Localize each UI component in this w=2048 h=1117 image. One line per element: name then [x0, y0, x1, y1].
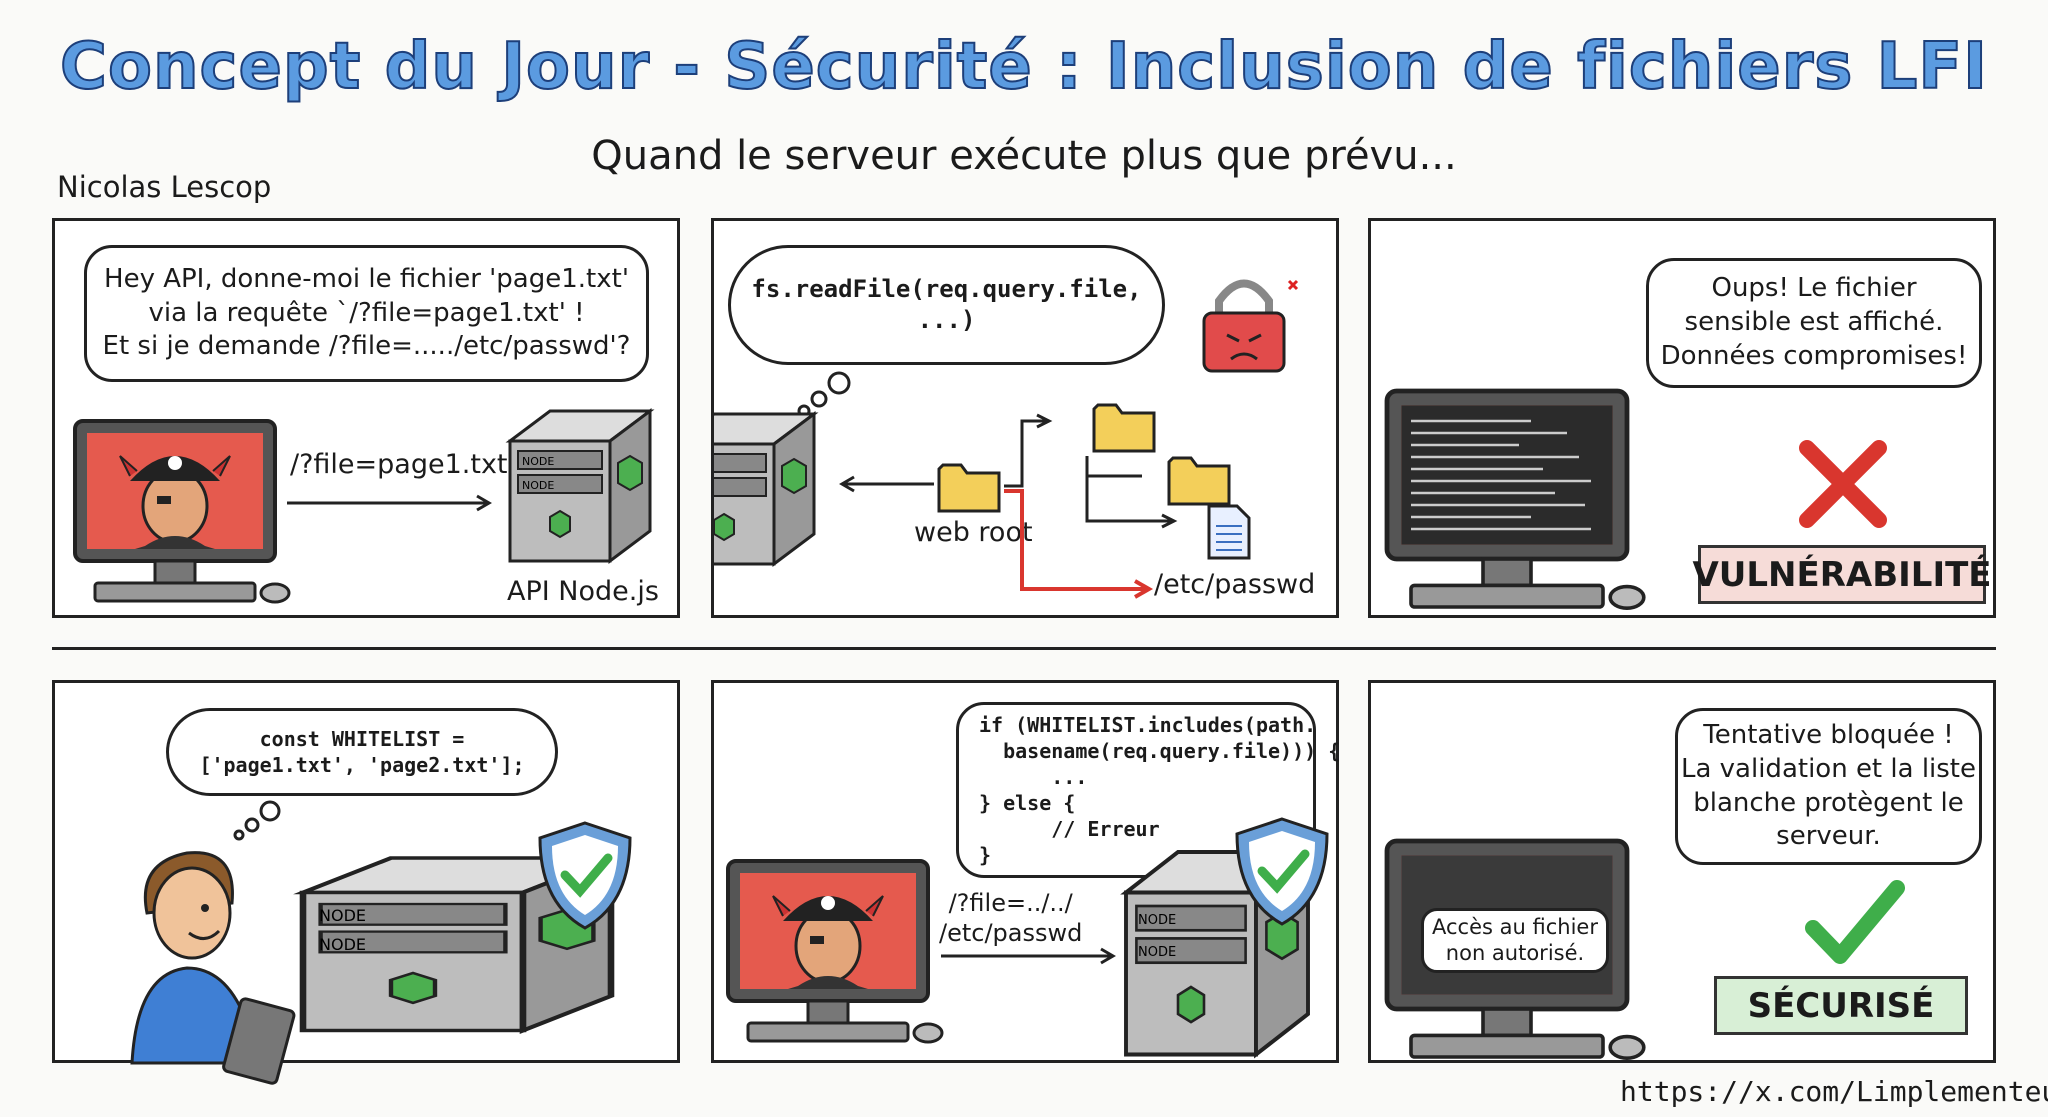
- bubble-line: La validation et la liste: [1680, 753, 1976, 784]
- bubble-line: sensible est affiché.: [1684, 307, 1944, 338]
- target-path-label: /etc/passwd: [1154, 569, 1316, 600]
- bubble-line: Tentative bloquée !: [1703, 719, 1954, 750]
- server-icon: NODE NODE: [303, 858, 623, 1033]
- message-line: Accès au fichier: [1432, 915, 1598, 940]
- request-label: /?file=page1.txt!: [290, 449, 519, 480]
- server-icon: NODE NODE: [1126, 852, 1316, 1057]
- server-tag: NODE: [522, 455, 554, 468]
- green-check-icon: [1805, 880, 1905, 964]
- page-subtitle: Quand le serveur exécute plus que prévu.…: [591, 133, 1457, 179]
- panel-4-whitelist: const WHITELIST = ['page1.txt', 'page2.t…: [52, 680, 680, 1085]
- server-tag: NODE: [319, 906, 366, 925]
- document-icon: [1207, 504, 1251, 560]
- server-tag: NODE: [1138, 945, 1176, 960]
- bubble-line: blanche protègent le: [1693, 787, 1964, 818]
- code-line: if (WHITELIST.includes(path.: [979, 713, 1317, 737]
- page-title: Concept du Jour - Sécurité : Inclusion d…: [59, 29, 1988, 105]
- server-tag: NODE: [1138, 913, 1176, 928]
- code-line: } else {: [979, 791, 1076, 815]
- thought-dots-icon: [797, 371, 851, 418]
- bubble-line: Oups! Le fichier: [1711, 273, 1917, 304]
- author: Nicolas Lescop: [57, 170, 272, 204]
- bubble-line: Et si je demande /?file=...../etc/passwd…: [102, 331, 631, 362]
- server-tag: NODE: [522, 479, 554, 492]
- bubble-line: Données compromises!: [1660, 340, 1968, 371]
- bubble-line: Hey API, donne-moi le fichier 'page1.txt…: [104, 263, 629, 294]
- request-label: /?file=../../ /etc/passwd: [939, 888, 1082, 948]
- speech-bubble: Oups! Le fichier sensible est affiché. D…: [1646, 258, 1982, 388]
- server-tag: NODE: [319, 935, 366, 954]
- request-line: /etc/passwd: [939, 919, 1083, 947]
- secured-badge: SÉCURISÉ: [1714, 976, 1968, 1035]
- code-line: ...: [979, 765, 1088, 789]
- bubble-line: via la requête `/?file=page1.txt' !: [148, 297, 585, 328]
- panel-5-validation: if (WHITELIST.includes(path. basename(re…: [711, 680, 1341, 1063]
- panel-1-request: Hey API, donne-moi le fichier 'page1.txt…: [52, 218, 680, 618]
- developer-icon: [130, 851, 296, 1085]
- shield-check-icon: [540, 823, 635, 933]
- code-line: basename(req.query.file))) {: [979, 739, 1341, 763]
- vulnerability-badge: VULNÉRABILITÉ: [1692, 545, 1992, 604]
- directory-tree: [1004, 413, 1178, 599]
- message-line: non autorisé.: [1445, 940, 1585, 965]
- panel-6-secured: Tentative bloquée ! La validation et la …: [1368, 680, 1996, 1063]
- code-line: // Erreur: [979, 817, 1160, 841]
- computer-icon: [726, 859, 944, 1044]
- code-line: const WHITELIST =: [259, 727, 465, 751]
- thought-cloud: const WHITELIST = ['page1.txt', 'page2.t…: [166, 708, 558, 796]
- folder-icon: [1167, 456, 1231, 506]
- footer-url[interactable]: https://x.com/Limplementeur: [1620, 1075, 2048, 1108]
- folder-icon: [937, 463, 1001, 513]
- server-icon: [714, 412, 816, 566]
- angry-lock-icon: [1202, 279, 1299, 373]
- code-line: ['page1.txt', 'page2.txt'];: [199, 753, 525, 777]
- panel-2-file-read: fs.readFile(req.query.file, ...) web roo…: [711, 218, 1339, 618]
- computer-terminal-icon: [1387, 391, 1647, 611]
- shield-check-icon: [1237, 819, 1332, 929]
- arrow-left-icon: [839, 475, 934, 493]
- thought-dots-icon: [233, 800, 281, 841]
- speech-bubble: Hey API, donne-moi le fichier 'page1.txt…: [84, 245, 649, 382]
- speech-bubble: Tentative bloquée ! La validation et la …: [1675, 708, 1982, 865]
- computer-icon: [73, 419, 291, 604]
- access-denied-message: Accès au fichier non autorisé.: [1421, 908, 1609, 973]
- arrow-icon: [287, 494, 492, 512]
- server-icon: NODE NODE: [508, 409, 652, 563]
- thought-cloud: fs.readFile(req.query.file, ...): [728, 245, 1165, 365]
- arrow-icon: [941, 947, 1116, 965]
- divider: [52, 647, 1996, 650]
- bubble-line: serveur.: [1776, 821, 1881, 852]
- folder-icon: [1092, 403, 1156, 453]
- code-line: }: [979, 843, 992, 867]
- red-x-icon: [1799, 440, 1887, 528]
- server-label: API Node.js: [507, 576, 659, 607]
- panel-3-vulnerable: Oups! Le fichier sensible est affiché. D…: [1368, 218, 1996, 618]
- request-line: /?file=../../: [948, 889, 1073, 917]
- folder-label: web root: [914, 517, 1033, 548]
